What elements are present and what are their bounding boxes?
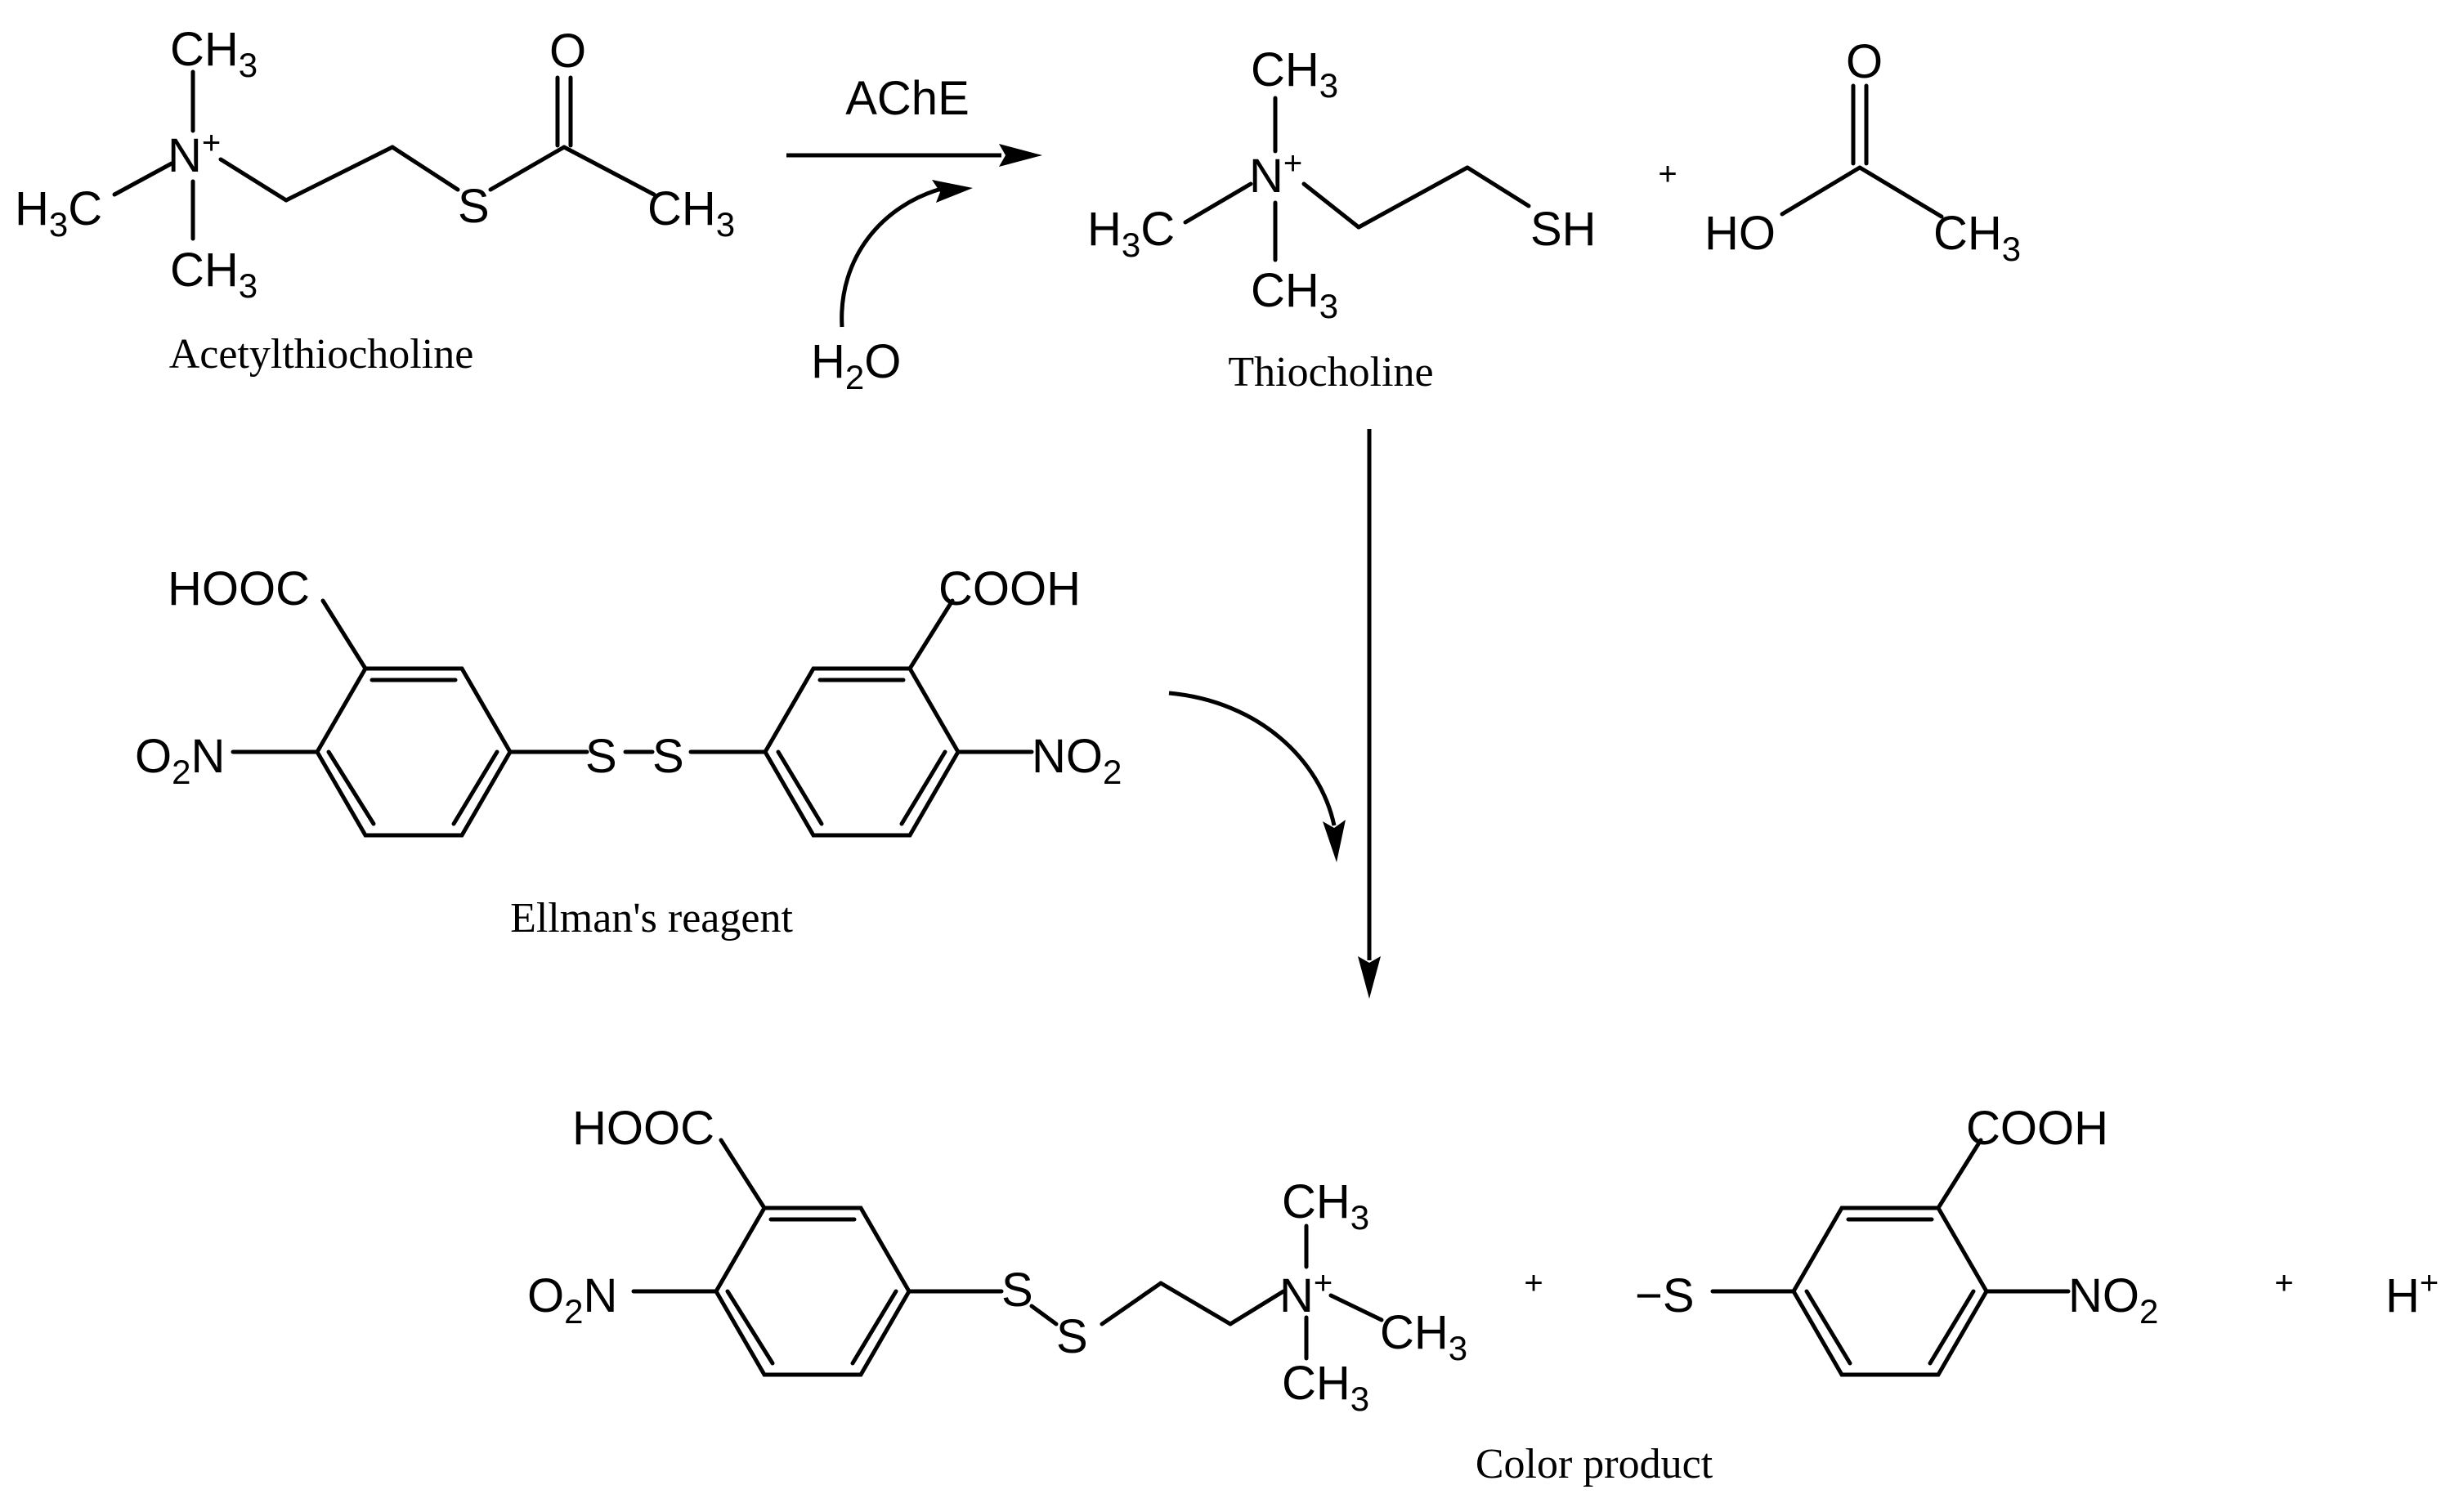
ch3-group: CH3 <box>1933 207 2021 268</box>
quaternary-nitrogen: N+ <box>1249 145 1302 203</box>
svg-text:CH3: CH3 <box>1282 1175 1369 1237</box>
ch3-group: CH3 <box>1282 1357 1369 1418</box>
svg-text:H3C: H3C <box>15 182 102 244</box>
svg-text:CH3: CH3 <box>170 244 258 305</box>
svg-text:CH3: CH3 <box>1933 207 2021 268</box>
disulfide-sulfur: S <box>652 730 684 783</box>
svg-text:SH: SH <box>1530 203 1597 256</box>
acetylthiocholine-structure: CH3 N+ H3C CH3 S O CH3 <box>15 23 735 305</box>
plus-sign: + <box>1524 1265 1543 1301</box>
mixed-disulfide-structure: HOOC O2N S S CH3 N+ CH3 CH3 <box>527 1102 1467 1418</box>
ch3-group: CH3 <box>1251 264 1338 325</box>
svg-text:NO2: NO2 <box>2068 1269 2158 1331</box>
ch3-group: CH3 <box>1380 1306 1467 1367</box>
reaction-arrow-down <box>1358 429 1381 999</box>
hydrolysis-arrow <box>786 144 1042 328</box>
svg-text:S: S <box>458 180 490 233</box>
svg-text:S: S <box>652 730 684 783</box>
carboxyl-group: HOOC <box>572 1102 714 1155</box>
thiolate-sulfur: −S <box>1635 1269 1695 1322</box>
ch3-group: CH3 <box>170 244 258 305</box>
disulfide-sulfur: S <box>585 730 617 783</box>
ch3-group: CH3 <box>170 23 258 84</box>
svg-text:CH3: CH3 <box>1251 264 1338 325</box>
carboxyl-group: COOH <box>938 562 1081 615</box>
nitro-group: O2N <box>527 1269 617 1331</box>
svg-text:O: O <box>549 25 586 78</box>
svg-text:N+: N+ <box>1279 1265 1332 1322</box>
svg-text:O2N: O2N <box>527 1269 617 1331</box>
thiol-group: SH <box>1530 203 1597 256</box>
svg-text:HO: HO <box>1704 207 1776 260</box>
color-product-label: Color product <box>1476 1441 1713 1487</box>
disulfide-sulfur: S <box>1001 1264 1033 1317</box>
svg-text:COOH: COOH <box>938 562 1081 615</box>
svg-text:S: S <box>585 730 617 783</box>
hydroxyl-group: HO <box>1704 207 1776 260</box>
enzyme-label: AChE <box>845 72 970 125</box>
carboxyl-group: COOH <box>1966 1102 2108 1155</box>
h3c-group: H3C <box>15 182 102 244</box>
tnb-anion-structure: −S COOH NO2 <box>1635 1102 2158 1377</box>
acetic-acid-structure: O HO CH3 <box>1704 35 2021 268</box>
quaternary-nitrogen: N+ <box>1279 1265 1332 1322</box>
svg-text:CH3: CH3 <box>170 23 258 84</box>
ellmans-reagent-structure: HOOC O2N S S COOH NO2 <box>135 562 1122 838</box>
h3c-group: H3C <box>1087 203 1175 264</box>
disulfide-sulfur: S <box>1056 1310 1088 1363</box>
svg-text:HOOC: HOOC <box>168 562 310 615</box>
carboxyl-group: HOOC <box>168 562 310 615</box>
ch3-group: CH3 <box>647 182 735 244</box>
ch3-group: CH3 <box>1282 1175 1369 1237</box>
svg-text:CH3: CH3 <box>647 182 735 244</box>
svg-text:CH3: CH3 <box>1380 1306 1467 1367</box>
carbonyl-oxygen: O <box>549 25 586 78</box>
svg-text:O2N: O2N <box>135 730 225 791</box>
plus-sign: + <box>1658 156 1677 192</box>
svg-text:N+: N+ <box>1249 145 1302 203</box>
nitro-group: O2N <box>135 730 225 791</box>
svg-text:O: O <box>1846 35 1883 88</box>
svg-text:NO2: NO2 <box>1032 730 1122 791</box>
svg-text:H3C: H3C <box>1087 203 1175 264</box>
reagent-curved-arrow <box>1168 691 1346 862</box>
ellmans-reagent-label: Ellman's reagent <box>510 895 793 942</box>
acetylthiocholine-label: Acetylthiocholine <box>169 331 474 378</box>
svg-text:CH3: CH3 <box>1282 1357 1369 1418</box>
quaternary-nitrogen: N+ <box>168 125 221 182</box>
nitro-group: NO2 <box>1032 730 1122 791</box>
svg-text:HOOC: HOOC <box>572 1102 714 1155</box>
svg-text:S: S <box>1001 1264 1033 1317</box>
plus-sign: + <box>2274 1265 2293 1301</box>
proton: H+ <box>2385 1265 2439 1322</box>
thioester-sulfur: S <box>458 180 490 233</box>
svg-text:−S: −S <box>1635 1269 1695 1322</box>
water-label: H2O <box>811 335 901 396</box>
svg-text:CH3: CH3 <box>1251 43 1338 105</box>
svg-text:S: S <box>1056 1310 1088 1363</box>
svg-text:N+: N+ <box>168 125 221 182</box>
ch3-group: CH3 <box>1251 43 1338 105</box>
thiocholine-structure: CH3 N+ H3C CH3 SH <box>1087 43 1597 325</box>
carbonyl-oxygen: O <box>1846 35 1883 88</box>
svg-text:COOH: COOH <box>1966 1102 2108 1155</box>
thiocholine-label: Thiocholine <box>1228 349 1433 396</box>
nitro-group: NO2 <box>2068 1269 2158 1331</box>
